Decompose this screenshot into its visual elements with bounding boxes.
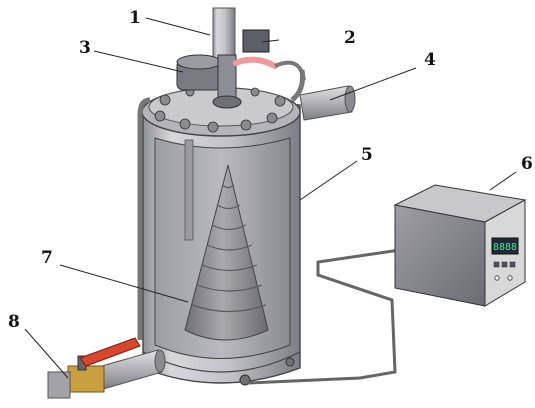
callout-4: 4 (424, 50, 436, 70)
temperature-controller-icon: 8888 (393, 184, 527, 307)
callout-8: 8 (8, 312, 20, 332)
heater-box-icon (233, 29, 306, 81)
ball-valve-icon (47, 337, 166, 399)
callout-6: 6 (521, 154, 533, 174)
callout-5: 5 (361, 145, 373, 165)
callout-7: 7 (41, 248, 53, 268)
drive-shaft (212, 7, 236, 61)
callout-3: 3 (79, 38, 91, 58)
leader-lines (24, 17, 517, 379)
gear-motor-icon (176, 54, 242, 109)
controller-display: 8888 (493, 242, 517, 253)
callout-1: 1 (129, 8, 141, 28)
callout-2: 2 (344, 28, 356, 48)
controller-cable (247, 248, 401, 385)
cone-stirrer (184, 164, 269, 341)
outlet-pipe (299, 85, 356, 121)
